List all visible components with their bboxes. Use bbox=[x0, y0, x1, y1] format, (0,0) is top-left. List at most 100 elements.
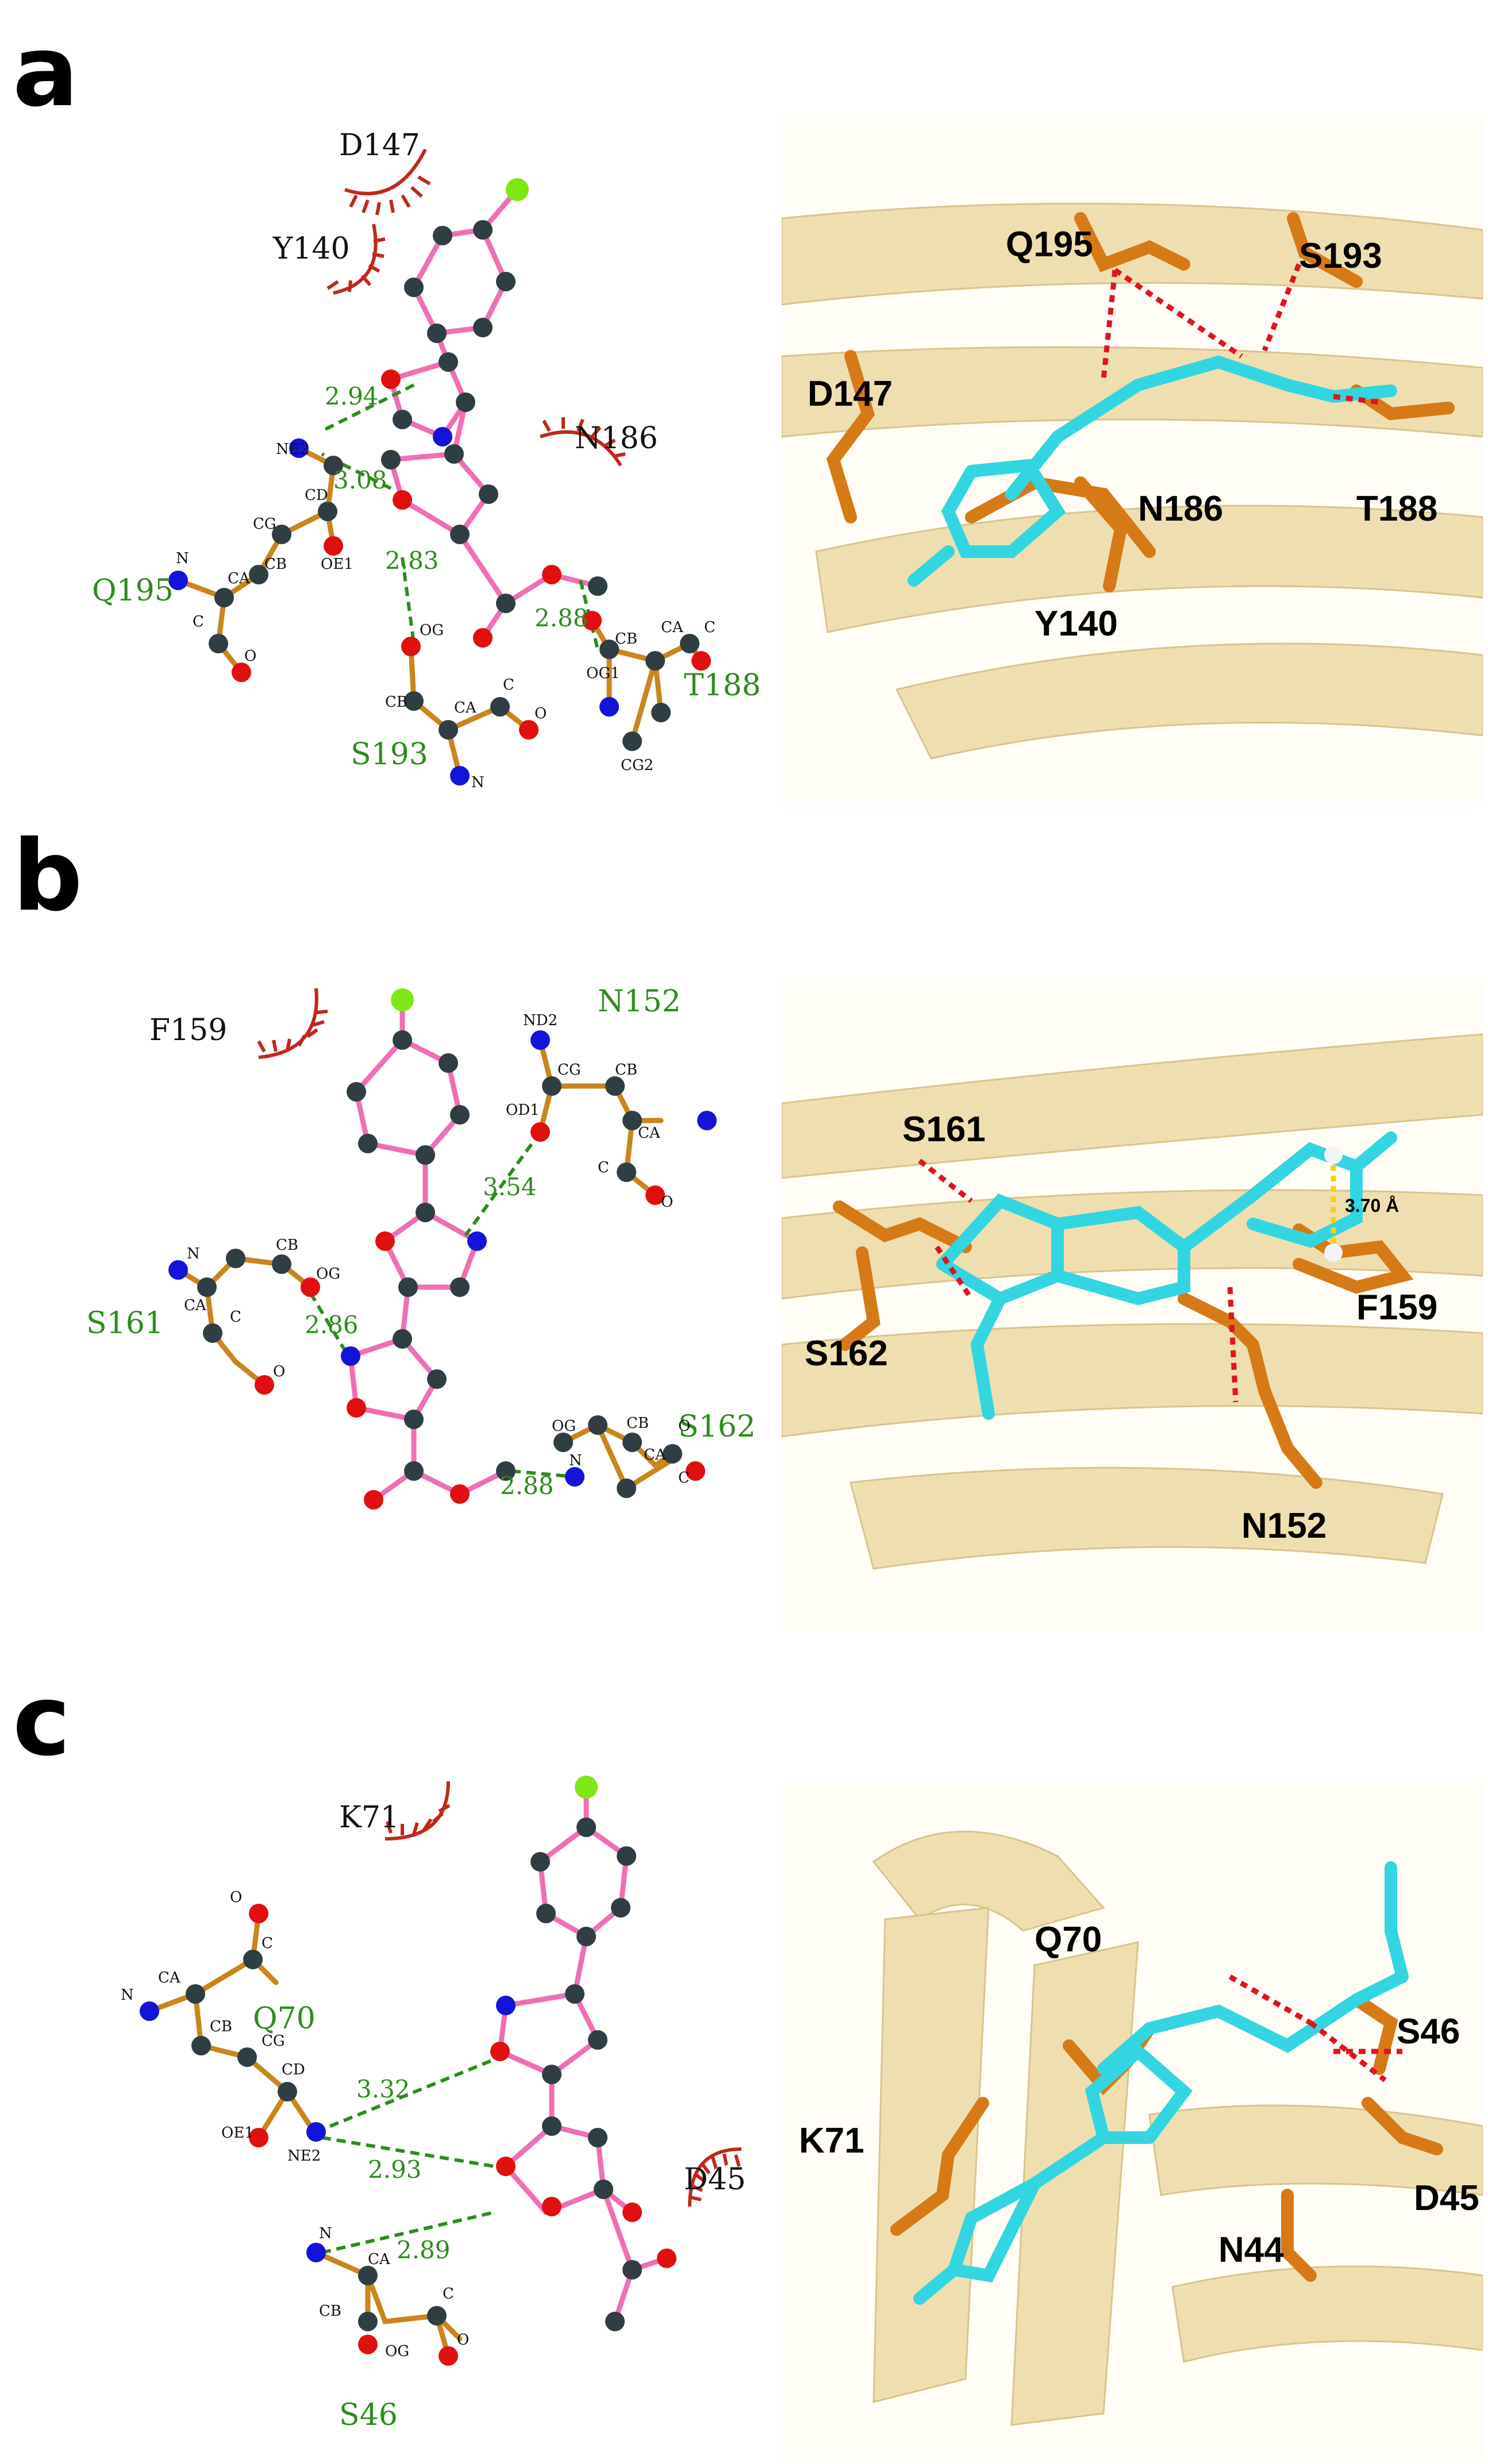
atom-label: OG bbox=[552, 1418, 576, 1435]
atom-label: OG1 bbox=[586, 665, 620, 682]
atom-label: O bbox=[535, 705, 547, 722]
atom-label: CG2 bbox=[621, 757, 653, 774]
atom-label: OG bbox=[385, 2343, 409, 2360]
atom-label: O bbox=[678, 1418, 690, 1435]
distance-a-0: 2.94 bbox=[325, 382, 379, 410]
residue-3d-a-4: T188 bbox=[1356, 489, 1438, 529]
residue-3d-a-2: D147 bbox=[808, 374, 893, 414]
residue-label-a-0: Q195 bbox=[92, 573, 174, 608]
residue-label-b-0: N152 bbox=[598, 984, 681, 1019]
atom-label: OE1 bbox=[221, 2124, 254, 2142]
ligplot-a: D147 Y140 N186 Q195 S193 T188 2.94 3.08 … bbox=[92, 128, 761, 791]
render-3d-c: Q70 S46 K71 D45 N44 bbox=[782, 1781, 1483, 2459]
atom-label: CA bbox=[638, 1125, 661, 1142]
hydrophobic-label-a-1: Y140 bbox=[272, 232, 350, 266]
residue-label-a-2: T188 bbox=[684, 668, 761, 703]
atom-label: C bbox=[262, 1935, 273, 1952]
atom-label: CA bbox=[158, 1969, 181, 1986]
atom-label: CA bbox=[228, 570, 251, 587]
render-3d-b: S161 S162 F159 N152 3.70 Å bbox=[782, 977, 1483, 1632]
atom-label: CD bbox=[282, 2061, 305, 2078]
atom-label: O bbox=[273, 1363, 285, 1380]
distance-a-3: 2.88 bbox=[535, 604, 589, 632]
residue-3d-a-3: N186 bbox=[1138, 489, 1224, 529]
atom-label: C bbox=[704, 619, 716, 636]
atom-label: NE2 bbox=[276, 441, 309, 458]
distance-c-2: 2.89 bbox=[397, 2236, 451, 2264]
atom-label: CD bbox=[305, 487, 328, 504]
atom-label: N bbox=[471, 774, 485, 791]
residue-3d-c-3: D45 bbox=[1414, 2178, 1479, 2218]
atom-label: O bbox=[661, 1194, 673, 1211]
atom-label: CB bbox=[385, 694, 407, 711]
residue-3d-a-0: Q195 bbox=[1006, 225, 1093, 264]
residue-3d-b-0: S161 bbox=[902, 1110, 986, 1149]
atom-label: CA bbox=[644, 1446, 667, 1464]
atom-label: CA bbox=[368, 2251, 391, 2268]
panel-letter-b: b bbox=[13, 819, 83, 933]
residue-3d-a-1: S193 bbox=[1299, 236, 1382, 276]
distance-a-1: 3.08 bbox=[333, 466, 387, 494]
pi-stack-distance: 3.70 Å bbox=[1345, 1195, 1399, 1216]
atom-label: NE2 bbox=[287, 2147, 321, 2165]
atom-label: OE1 bbox=[321, 556, 353, 573]
atom-label: OG bbox=[420, 622, 444, 639]
atom-label: CB bbox=[615, 630, 637, 648]
residue-3d-b-2: F159 bbox=[1356, 1288, 1438, 1327]
panel-letter-a: a bbox=[13, 15, 79, 129]
atom-label: O bbox=[230, 1889, 242, 1906]
atom-label: CA bbox=[454, 699, 477, 717]
atom-label: O bbox=[457, 2331, 469, 2348]
distance-b-0: 3.54 bbox=[483, 1173, 537, 1201]
render-3d-a: Q195 S193 D147 N186 T188 Y140 bbox=[782, 115, 1483, 804]
atom-label: C bbox=[678, 1469, 690, 1487]
atom-label: CB bbox=[210, 2018, 232, 2035]
hydrophobic-label-a-2: N186 bbox=[575, 421, 658, 456]
residue-3d-b-1: S162 bbox=[805, 1334, 888, 1373]
residue-label-c-1: S46 bbox=[339, 2398, 398, 2432]
residue-3d-c-4: N44 bbox=[1218, 2230, 1284, 2270]
hydrophobic-label-a-0: D147 bbox=[339, 128, 420, 163]
residue-label-a-1: S193 bbox=[351, 737, 428, 772]
ligplot-b: F159 N152 S161 S162 3.54 2.86 2.88 ND2 C… bbox=[86, 984, 756, 1510]
hydrophobic-label-b-0: F159 bbox=[149, 1013, 227, 1048]
panel-letter-c: c bbox=[13, 1664, 71, 1778]
residue-label-b-2: S162 bbox=[678, 1410, 756, 1444]
atom-label: N bbox=[569, 1452, 582, 1469]
residue-3d-b-3: N152 bbox=[1241, 1506, 1327, 1546]
atom-label: CG bbox=[557, 1061, 581, 1079]
atom-label: OG bbox=[316, 1265, 340, 1283]
distance-b-1: 2.86 bbox=[305, 1311, 359, 1339]
atom-label: CG bbox=[262, 2032, 285, 2050]
residue-3d-a-5: Y140 bbox=[1035, 604, 1118, 644]
atom-label: CB bbox=[626, 1415, 649, 1432]
atom-label: N bbox=[187, 1245, 200, 1262]
atom-label: CB bbox=[319, 2303, 341, 2320]
atom-label: CB bbox=[615, 1061, 637, 1079]
atom-label: CB bbox=[276, 1237, 298, 1254]
atom-label: ND2 bbox=[523, 1012, 557, 1029]
atom-label: OD1 bbox=[506, 1102, 540, 1119]
distance-a-2: 2.83 bbox=[385, 546, 439, 575]
atom-label: C bbox=[598, 1159, 609, 1176]
distance-b-2: 2.88 bbox=[500, 1472, 554, 1500]
hydrophobic-label-c-1: D45 bbox=[684, 2162, 746, 2197]
residue-3d-c-1: S46 bbox=[1397, 2012, 1460, 2051]
atom-label: CB bbox=[264, 556, 287, 573]
atom-label: C bbox=[503, 676, 514, 694]
residue-3d-c-2: K71 bbox=[799, 2121, 864, 2161]
atom-label: C bbox=[230, 1308, 241, 1326]
atom-label: C bbox=[443, 2285, 454, 2303]
residue-label-c-0: Q70 bbox=[253, 2001, 316, 2036]
atom-label: N bbox=[121, 1986, 134, 2004]
atom-label: CG bbox=[253, 515, 276, 533]
atom-label: O bbox=[244, 648, 256, 665]
residue-3d-c-0: Q70 bbox=[1035, 1920, 1102, 1959]
atom-label: N bbox=[176, 550, 189, 567]
residue-label-b-1: S161 bbox=[86, 1306, 164, 1341]
distance-c-0: 3.32 bbox=[356, 2075, 410, 2103]
ligplot-c: K71 D45 Q70 S46 3.32 2.93 2.89 O C N CA … bbox=[121, 1776, 746, 2432]
distance-c-1: 2.93 bbox=[368, 2155, 422, 2184]
atom-label: N bbox=[319, 2225, 332, 2242]
hydrophobic-label-c-0: K71 bbox=[339, 1800, 399, 1835]
